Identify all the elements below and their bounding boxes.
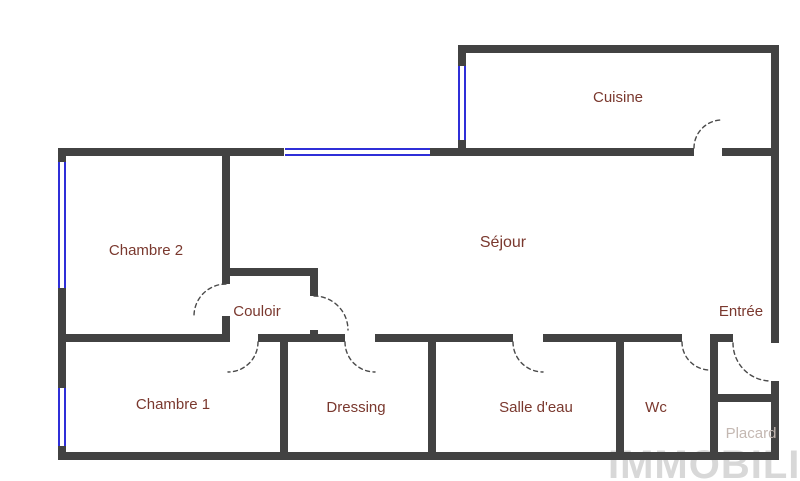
window-marker <box>58 388 60 446</box>
room-label-wc: Wc <box>645 399 667 416</box>
room-label-salledeau: Salle d'eau <box>499 399 573 416</box>
wall-chambre1-dressing <box>280 334 288 460</box>
room-label-entree: Entrée <box>719 303 763 320</box>
door-swing-arc-dressing <box>344 341 376 373</box>
window-marker <box>464 66 466 140</box>
window-marker <box>285 148 430 150</box>
door-swing-arc-wc <box>681 341 711 371</box>
wall-couloir-top <box>222 268 318 276</box>
room-label-couloir: Couloir <box>233 303 281 320</box>
wall-segment <box>58 334 230 342</box>
window-backing <box>457 66 467 140</box>
door-swing-arc-salledeau <box>512 341 544 373</box>
wall-couloir-right-upper <box>310 268 318 296</box>
room-label-cuisine: Cuisine <box>593 89 643 106</box>
wall-segment <box>375 334 513 342</box>
wall-cuisine-top <box>458 45 779 53</box>
window-backings <box>57 66 467 446</box>
wall-placard-top <box>710 394 779 402</box>
wall-chambre2-right-lower <box>222 316 230 342</box>
wall-bottom <box>58 452 779 460</box>
door-swing-arc-entree <box>732 342 772 382</box>
room-label-chambre2: Chambre 2 <box>109 242 183 259</box>
labels-layer: Cuisine Séjour Chambre 2 Couloir Entrée … <box>109 89 777 442</box>
wall-right-lower <box>771 381 779 460</box>
room-label-placard: Placard <box>726 425 777 442</box>
wall-right-upper <box>771 45 779 343</box>
wall-entree-stub <box>710 334 733 342</box>
door-swing-arc-cuisine <box>693 119 723 149</box>
window-backing <box>284 147 430 157</box>
wall-left <box>58 148 66 460</box>
door-swing-arc-chambre1 <box>227 341 259 373</box>
wall-segment <box>543 334 682 342</box>
windows-layer <box>58 66 466 446</box>
wall-chambre2-right-upper <box>222 148 230 284</box>
wall-dressing-salledeau <box>428 334 436 460</box>
room-label-chambre1: Chambre 1 <box>136 396 210 413</box>
doors-layer <box>193 119 772 382</box>
door-swing-arc-couloir <box>313 295 349 331</box>
window-marker <box>64 388 66 446</box>
window-backing <box>57 162 67 288</box>
window-marker <box>58 162 60 288</box>
room-label-sejour: Séjour <box>480 234 527 251</box>
watermark-text: IMMOBILIER <box>608 443 800 481</box>
wall-segment <box>258 334 345 342</box>
window-marker <box>285 154 430 156</box>
window-marker <box>458 66 460 140</box>
room-label-dressing: Dressing <box>326 399 385 416</box>
door-swing-arc-chambre2 <box>193 283 227 317</box>
wall-salledeau-wc <box>616 334 624 460</box>
window-backing <box>57 388 67 446</box>
window-marker <box>64 162 66 288</box>
wall-top-b <box>722 148 779 156</box>
